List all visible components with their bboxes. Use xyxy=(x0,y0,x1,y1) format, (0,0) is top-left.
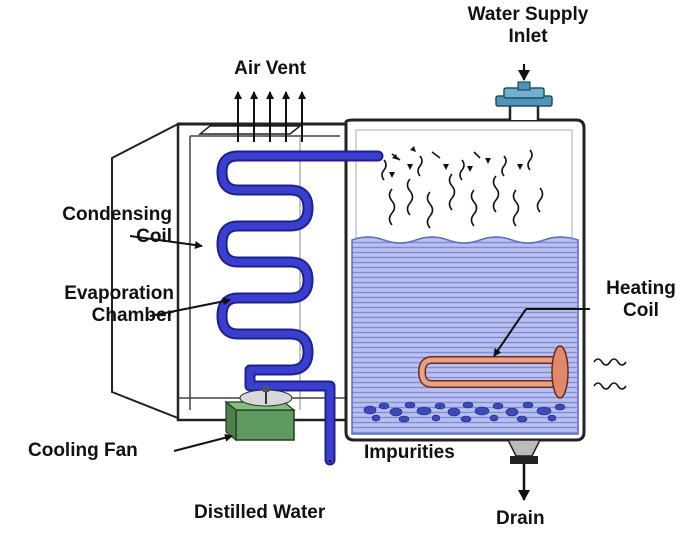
label-heating-coil-line1: Heating xyxy=(606,278,676,299)
condenser-housing xyxy=(111,122,352,422)
label-condensing-coil: Condensing Coil xyxy=(10,204,172,248)
air-vent-opening xyxy=(197,125,303,135)
label-water-supply-inlet: Water Supply Inlet xyxy=(448,4,608,48)
label-cooling-fan: Cooling Fan xyxy=(28,440,138,461)
label-pointers xyxy=(129,235,590,452)
label-impurities: Impurities xyxy=(364,442,455,463)
label-evaporation-chamber-line2: Chamber xyxy=(91,305,174,326)
impurities-deposit xyxy=(363,401,566,423)
label-evaporation-chamber: Evaporation Chamber xyxy=(10,283,174,327)
label-drain: Drain xyxy=(496,508,545,529)
drain-valve xyxy=(506,439,542,501)
label-heating-coil: Heating Coil xyxy=(586,278,696,322)
steam-vapor xyxy=(381,149,544,229)
water-supply-inlet xyxy=(495,64,553,120)
label-condensing-coil-line1: Condensing xyxy=(62,204,172,225)
air-vent-arrows xyxy=(234,91,306,142)
cooling-fan xyxy=(224,386,296,442)
label-heating-coil-line2: Coil xyxy=(623,300,659,321)
steam-droplets xyxy=(389,146,523,178)
heating-coil xyxy=(417,345,627,399)
condensing-coil xyxy=(216,150,384,466)
label-condensing-coil-line2: Coil xyxy=(136,226,172,247)
label-water-supply-inlet-line2: Inlet xyxy=(508,26,548,47)
label-water-supply-inlet-line1: Water Supply xyxy=(467,4,589,25)
label-air-vent: Air Vent xyxy=(234,58,306,79)
label-distilled-water: Distilled Water xyxy=(194,502,326,523)
label-evaporation-chamber-line1: Evaporation xyxy=(64,283,174,304)
